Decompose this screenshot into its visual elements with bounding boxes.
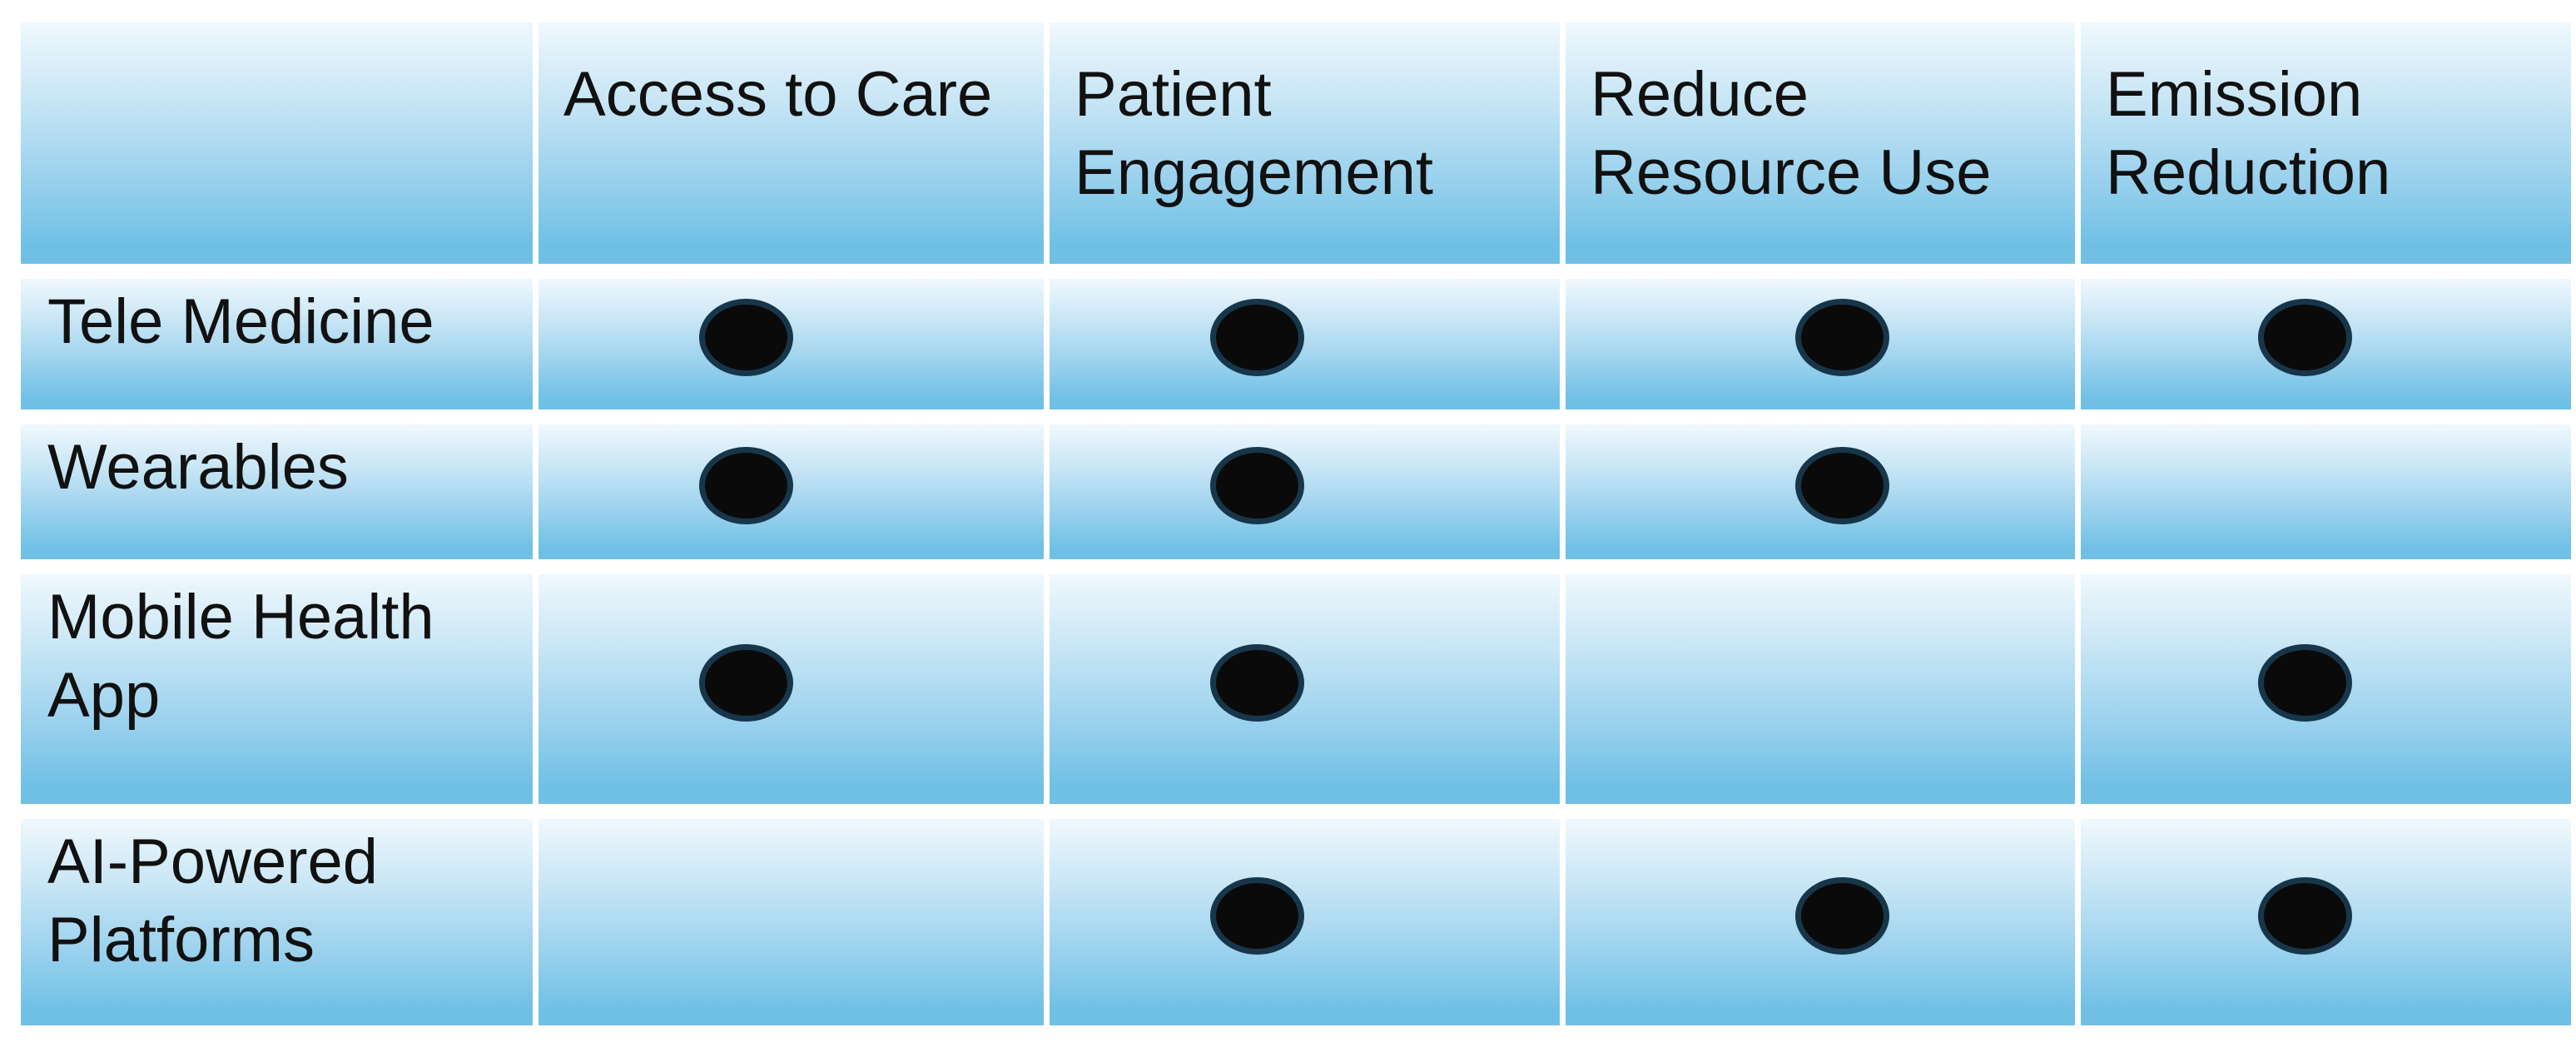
dot-marker bbox=[1794, 446, 1889, 524]
dot-marker bbox=[699, 299, 793, 376]
dot-marker bbox=[699, 446, 793, 524]
matrix-cell bbox=[1566, 424, 2075, 559]
matrix-cell bbox=[2081, 819, 2571, 1025]
row-label-ai-powered-platforms: AI-Powered Platforms bbox=[21, 819, 533, 1025]
matrix-cell bbox=[2081, 279, 2571, 409]
matrix-cell bbox=[1050, 279, 1560, 409]
matrix-cell bbox=[539, 279, 1044, 409]
dot-marker bbox=[1210, 299, 1304, 376]
row-label-mobile-health-app: Mobile Health App bbox=[21, 574, 533, 804]
matrix-cell bbox=[2081, 424, 2571, 559]
header-cell-access-to-care: Access to Care bbox=[539, 22, 1044, 264]
matrix-cell bbox=[1566, 574, 2075, 804]
dot-marker bbox=[1210, 446, 1304, 524]
matrix-cell bbox=[1566, 279, 2075, 409]
dot-marker bbox=[1794, 299, 1889, 376]
header-cell-emission-reduction: Emission Reduction bbox=[2081, 22, 2571, 264]
dot-marker bbox=[1210, 643, 1304, 722]
matrix-cell bbox=[1050, 819, 1560, 1025]
corner-cell bbox=[21, 22, 533, 264]
dot-marker bbox=[699, 643, 793, 722]
matrix-cell bbox=[1050, 424, 1560, 559]
matrix-cell bbox=[1050, 574, 1560, 804]
dot-marker bbox=[2258, 643, 2352, 722]
row-label-tele-medicine: Tele Medicine bbox=[21, 279, 533, 409]
dot-marker bbox=[2258, 299, 2352, 376]
matrix-cell bbox=[539, 819, 1044, 1025]
dot-marker bbox=[1210, 876, 1304, 955]
feature-matrix-table: Access to Care Patient Engagement Reduce… bbox=[21, 22, 2571, 1025]
header-cell-patient-engagement: Patient Engagement bbox=[1050, 22, 1560, 264]
header-cell-reduce-resource-use: Reduce Resource Use bbox=[1566, 22, 2075, 264]
row-label-wearables: Wearables bbox=[21, 424, 533, 559]
matrix-cell bbox=[2081, 574, 2571, 804]
matrix-cell bbox=[539, 424, 1044, 559]
dot-marker bbox=[1794, 876, 1889, 955]
dot-marker bbox=[2258, 876, 2352, 955]
matrix-cell bbox=[1566, 819, 2075, 1025]
matrix-cell bbox=[539, 574, 1044, 804]
